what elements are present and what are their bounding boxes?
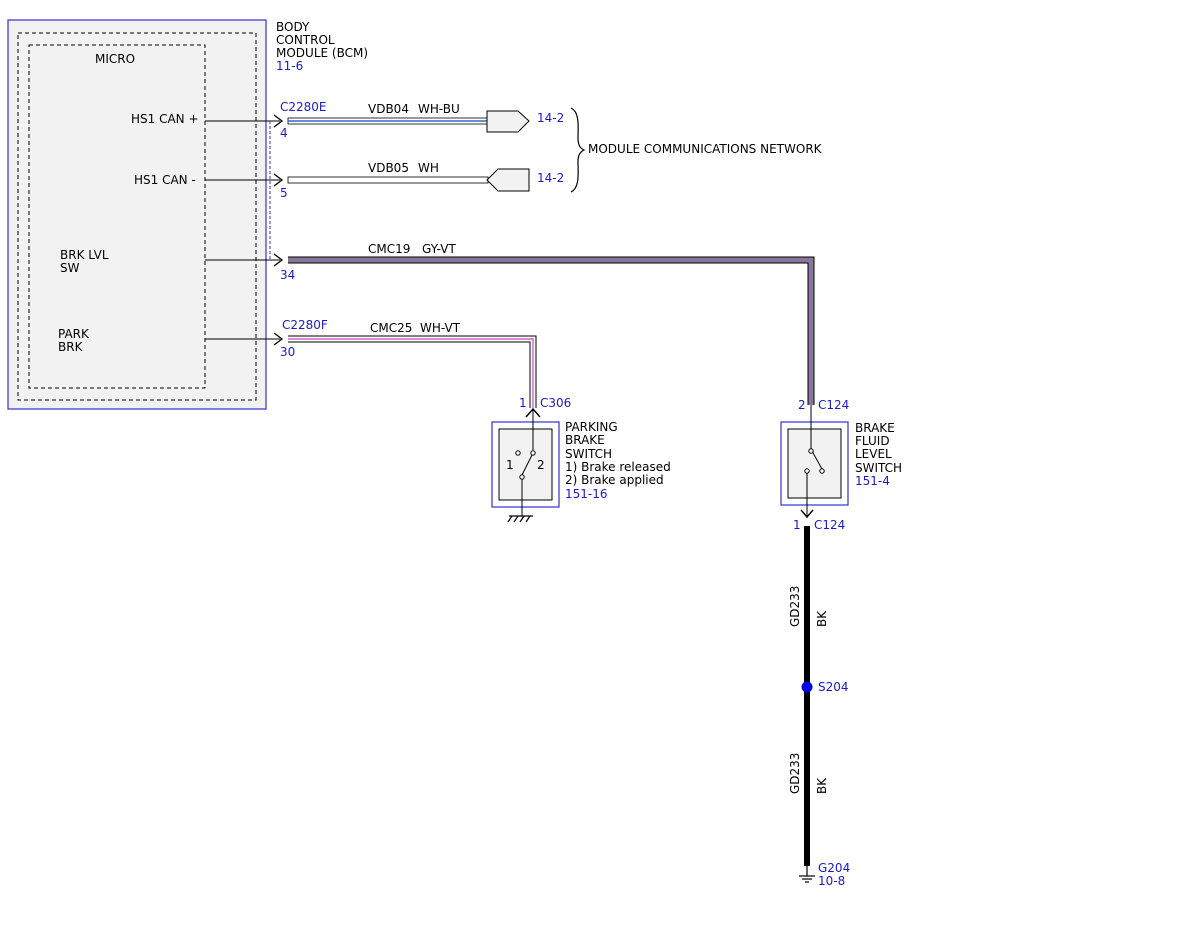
network-brace bbox=[570, 107, 586, 193]
pin-label-brk-lvl-1: BRK LVL bbox=[60, 248, 109, 262]
fluid-switch-name-2: FLUID bbox=[855, 434, 890, 448]
bcm-title-1: BODY bbox=[276, 20, 310, 34]
parking-switch-pin: 1 bbox=[519, 396, 527, 410]
connector-c2280e-label: C2280E bbox=[280, 100, 327, 114]
wire-gd233-color-upper: BK bbox=[815, 610, 829, 627]
fluid-switch-body bbox=[787, 428, 842, 499]
wire-cmc19-circuit: CMC19 bbox=[368, 242, 410, 256]
wire-vdb04-ref-link[interactable]: 14-2 bbox=[537, 111, 564, 125]
wire-vdb05-color: WH bbox=[418, 161, 439, 175]
wire-vdb05: VDB05 WH 14-2 bbox=[287, 161, 564, 192]
wire-cmc25: CMC25 WH-VT bbox=[288, 321, 537, 408]
bcm-title-2: CONTROL bbox=[276, 33, 335, 47]
parking-switch-body bbox=[498, 428, 553, 501]
pin-arrows bbox=[273, 114, 284, 346]
pin-arrow-34 bbox=[273, 253, 284, 267]
pin-30-label: 30 bbox=[280, 345, 295, 359]
wire-cmc19: CMC19 GY-VT bbox=[288, 242, 815, 405]
ground-g204-icon bbox=[799, 866, 815, 883]
parking-switch-contact-label-1: 1 bbox=[506, 458, 514, 472]
brake-fluid-level-switch: 2 C124 BRAKE FLUID LEVEL SWITCH 151-4 1 … bbox=[780, 398, 902, 532]
fluid-switch-connector-bottom: C124 bbox=[814, 518, 845, 532]
pin-arrow-5 bbox=[273, 173, 284, 187]
parking-switch-contact-1 bbox=[515, 450, 521, 456]
fluid-switch-pin-bottom: 1 bbox=[793, 518, 801, 532]
parking-switch-state-1: 1) Brake released bbox=[565, 460, 671, 474]
wire-gd233-circuit-upper: GD233 bbox=[788, 586, 802, 627]
wire-vdb04: VDB04 WH-BU 14-2 bbox=[287, 102, 564, 133]
parking-switch-contact-2 bbox=[530, 450, 536, 456]
pin-label-hs1-can-minus: HS1 CAN - bbox=[134, 173, 196, 187]
pin-arrow-4 bbox=[273, 114, 284, 128]
bcm-module: MICRO BODY CONTROL MODULE (BCM) 11-6 HS1… bbox=[7, 19, 368, 410]
parking-switch-contact-label-2: 2 bbox=[537, 458, 545, 472]
wire-vdb05-circuit: VDB05 bbox=[368, 161, 409, 175]
wire-cmc25-circuit: CMC25 bbox=[370, 321, 412, 335]
fluid-switch-name-4: SWITCH bbox=[855, 461, 902, 475]
pin-label-park-brk-1: PARK bbox=[58, 327, 90, 341]
wire-gd233: GD233 BK GD233 BK bbox=[788, 526, 829, 866]
wire-gd233-circuit-lower: GD233 bbox=[788, 753, 802, 794]
parking-switch-name-1: PARKING bbox=[565, 420, 618, 434]
wire-gd233-color-lower: BK bbox=[815, 777, 829, 794]
pin-label-park-brk-2: BRK bbox=[58, 340, 84, 354]
wire-vdb05-connector-flag bbox=[486, 168, 530, 192]
parking-brake-switch: 1 C306 1 2 PARKING BRAKE SWITCH 1) Brake… bbox=[491, 396, 671, 523]
micro-boundary bbox=[28, 44, 206, 389]
parking-switch-ref-link[interactable]: 151-16 bbox=[565, 487, 608, 501]
bcm-title-3: MODULE (BCM) bbox=[276, 46, 368, 60]
fluid-switch-pin-arrow bbox=[800, 509, 814, 519]
bcm-inner-boundary bbox=[17, 32, 257, 401]
ground-g204-label: G204 bbox=[818, 861, 850, 875]
parking-switch-name-3: SWITCH bbox=[565, 447, 612, 461]
network-label: MODULE COMMUNICATIONS NETWORK bbox=[588, 142, 823, 156]
fluid-switch-connector-top: C124 bbox=[818, 398, 849, 412]
wire-vdb05-ref-link[interactable]: 14-2 bbox=[537, 171, 564, 185]
ground-g204-ref-link[interactable]: 10-8 bbox=[818, 874, 845, 888]
chassis-ground-icon bbox=[507, 515, 533, 523]
wire-cmc25-color: WH-VT bbox=[420, 321, 461, 335]
fluid-switch-ref-link[interactable]: 151-4 bbox=[855, 474, 890, 488]
pin-5-label: 5 bbox=[280, 186, 288, 200]
splice-s204-label: S204 bbox=[818, 680, 849, 694]
bcm-outline bbox=[7, 19, 267, 410]
connector-c2280f-label: C2280F bbox=[282, 318, 328, 332]
pin-4-label: 4 bbox=[280, 126, 288, 140]
pin-34-label: 34 bbox=[280, 268, 295, 282]
bcm-ref-link[interactable]: 11-6 bbox=[276, 59, 303, 73]
fluid-switch-name-1: BRAKE bbox=[855, 421, 895, 435]
splice-s204-dot bbox=[801, 681, 813, 693]
wire-vdb04-circuit: VDB04 bbox=[368, 102, 409, 116]
pin-label-brk-lvl-2: SW bbox=[60, 261, 80, 275]
fluid-switch-name-3: LEVEL bbox=[855, 447, 892, 461]
pin-label-hs1-can-plus: HS1 CAN + bbox=[131, 112, 199, 126]
parking-switch-state-2: 2) Brake applied bbox=[565, 473, 664, 487]
fluid-switch-pin-top: 2 bbox=[798, 398, 806, 412]
micro-label: MICRO bbox=[95, 52, 135, 66]
parking-switch-lever bbox=[521, 452, 534, 476]
parking-switch-connector: C306 bbox=[540, 396, 571, 410]
wire-vdb04-color: WH-BU bbox=[418, 102, 460, 116]
fluid-switch-lever bbox=[811, 450, 823, 470]
pin-arrow-30 bbox=[273, 332, 284, 346]
wire-vdb04-connector-flag bbox=[486, 110, 530, 133]
fluid-switch-contact bbox=[819, 468, 825, 474]
parking-switch-name-2: BRAKE bbox=[565, 433, 605, 447]
wire-cmc19-color: GY-VT bbox=[422, 242, 456, 256]
